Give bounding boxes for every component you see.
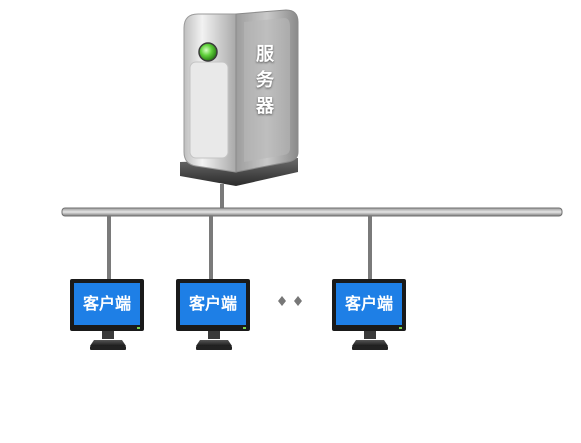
client-1-connector bbox=[107, 216, 111, 280]
client-3-connector bbox=[368, 216, 372, 280]
client-1-label: 客户端 bbox=[82, 294, 131, 313]
client-3-label: 客户端 bbox=[344, 294, 393, 313]
ellipsis-icon bbox=[278, 296, 302, 306]
server-icon bbox=[180, 9, 299, 186]
client-2-label: 客户端 bbox=[188, 294, 237, 313]
server-label: 服务器 bbox=[256, 44, 274, 117]
network-bus bbox=[61, 207, 563, 217]
client-3-monitor-icon bbox=[332, 279, 406, 350]
client-2-monitor-icon bbox=[176, 279, 250, 350]
client-1-monitor-icon bbox=[70, 279, 144, 350]
client-2-connector bbox=[209, 216, 213, 280]
server-connector bbox=[220, 184, 224, 210]
